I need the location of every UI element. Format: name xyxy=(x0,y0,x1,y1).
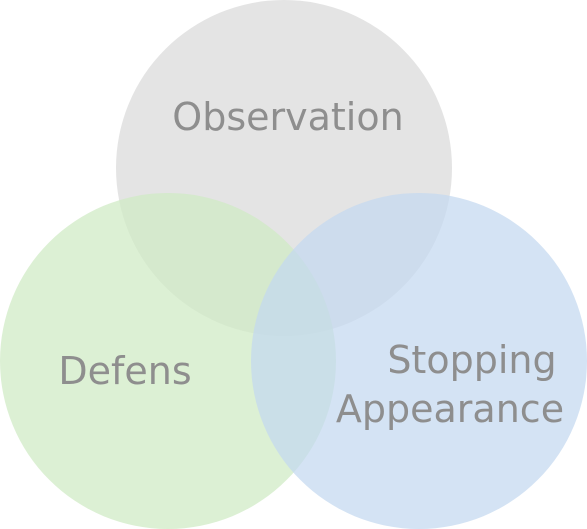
circle-stopping-appearance xyxy=(251,193,587,529)
label-stopping-appearance-line-1: Stopping xyxy=(387,338,556,382)
circle-defens xyxy=(0,193,336,529)
label-observation: Observation xyxy=(172,95,403,139)
label-defens: Defens xyxy=(58,349,191,393)
label-stopping-appearance-line-2: Appearance xyxy=(336,387,564,431)
label-stopping-appearance: Stopping Appearance xyxy=(336,338,569,431)
